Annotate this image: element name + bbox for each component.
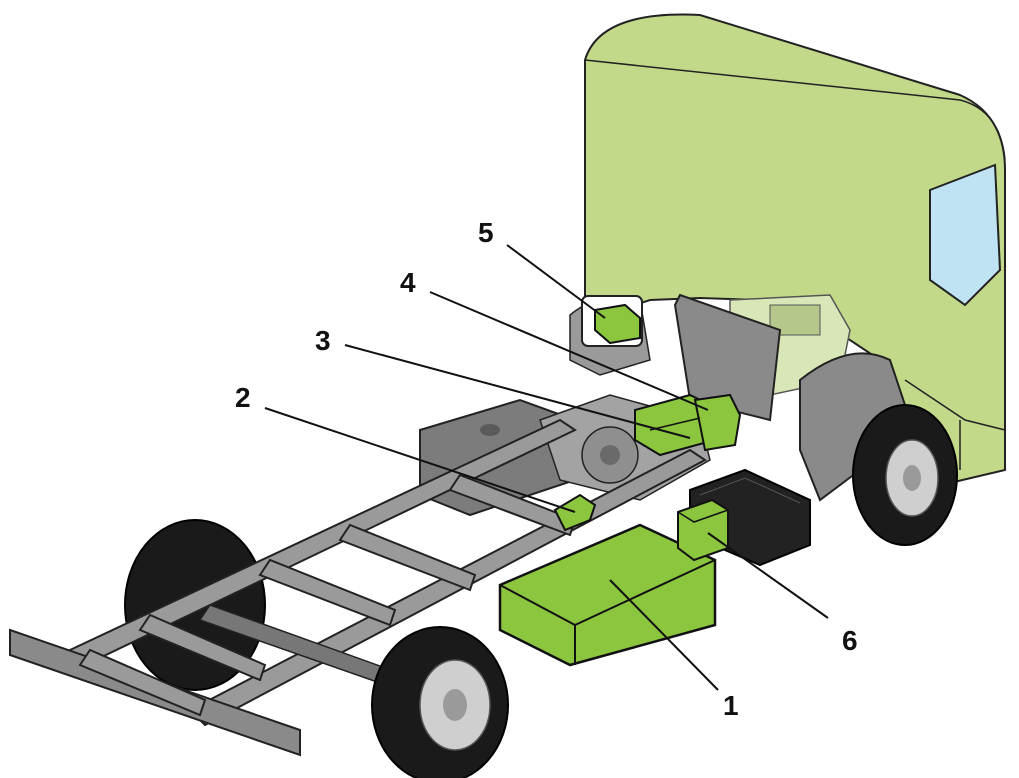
component-1-battery-pack — [498, 523, 717, 667]
component-6-module — [677, 498, 729, 562]
leader-line-1 — [609, 579, 719, 691]
callout-5: 5 — [478, 217, 494, 248]
component-3-4-controllers — [634, 393, 742, 457]
callout-4: 4 — [400, 267, 416, 298]
component-5-unit — [581, 295, 643, 347]
front-right-wheel — [852, 404, 958, 546]
leader-line-5 — [506, 244, 606, 319]
leader-line-4 — [429, 291, 709, 411]
callout-2: 2 — [235, 382, 251, 413]
leader-line-2 — [264, 407, 576, 513]
component-2-motor — [553, 493, 597, 532]
rear-right-wheel — [371, 626, 509, 778]
leader-line-6 — [707, 532, 829, 619]
callout-1: 1 — [723, 690, 739, 721]
cab-window — [929, 163, 1002, 307]
callout-6: 6 — [842, 625, 858, 656]
leader-line-3 — [344, 344, 691, 439]
callout-3: 3 — [315, 325, 331, 356]
